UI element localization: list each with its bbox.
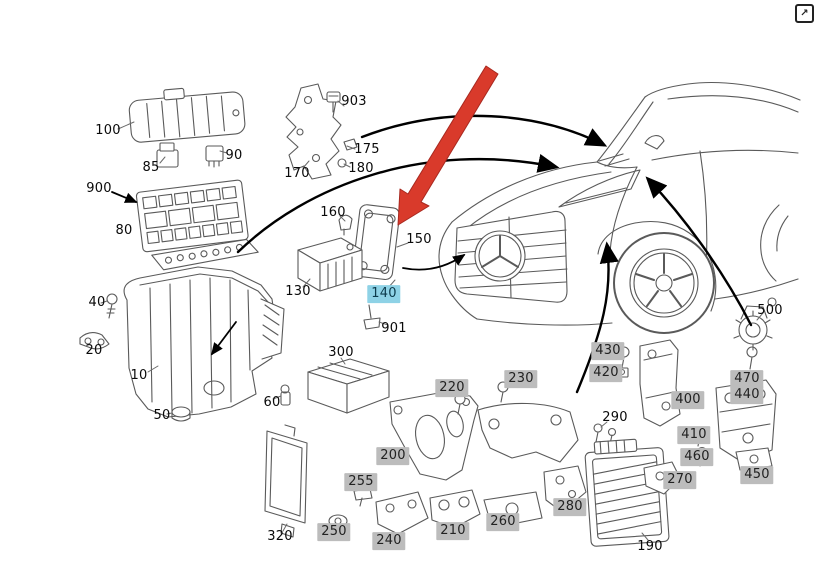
part-label-180: 180 xyxy=(348,161,374,177)
part-400-bracket xyxy=(639,339,681,427)
part-901-clip xyxy=(363,304,381,330)
part-255-clip xyxy=(353,488,373,507)
part-label-170: 170 xyxy=(284,166,310,182)
part-crossmember-bracket xyxy=(477,402,579,463)
part-190-control-unit xyxy=(584,438,670,547)
part-label-220[interactable]: 220 xyxy=(435,379,469,397)
part-label-250[interactable]: 250 xyxy=(317,523,351,541)
part-20-bracket xyxy=(79,332,110,350)
leader-lines xyxy=(100,100,764,541)
part-label-280[interactable]: 280 xyxy=(553,498,587,516)
part-175-clip xyxy=(343,138,358,151)
part-label-175: 175 xyxy=(354,142,380,158)
part-label-130: 130 xyxy=(285,284,311,300)
part-label-430[interactable]: 430 xyxy=(591,342,625,360)
part-label-300: 300 xyxy=(328,345,354,361)
part-label-200[interactable]: 200 xyxy=(376,447,410,465)
part-label-140-highlighted[interactable]: 140 xyxy=(367,285,401,303)
headlight xyxy=(558,169,641,208)
part-40-bolt xyxy=(106,293,118,319)
arrow-plate-to-grille xyxy=(402,253,466,271)
part-label-500: 500 xyxy=(757,303,783,319)
part-label-230[interactable]: 230 xyxy=(504,370,538,388)
arrow-fusebox-to-car xyxy=(236,153,560,254)
part-320-panel xyxy=(264,424,308,538)
arrow-brackets-to-sill xyxy=(575,241,619,394)
part-label-90: 90 xyxy=(225,148,243,164)
car-illustration xyxy=(438,82,801,334)
open-external-icon[interactable]: ↗ xyxy=(795,4,814,23)
part-label-50: 50 xyxy=(153,408,171,424)
part-903-clip xyxy=(326,91,341,113)
arrow-into-housing xyxy=(210,321,237,356)
part-label-190: 190 xyxy=(637,539,663,555)
arrow-sensor-to-body xyxy=(645,176,753,327)
part-label-400[interactable]: 400 xyxy=(671,391,705,409)
part-150-bracket-plate xyxy=(352,204,401,281)
part-label-460[interactable]: 460 xyxy=(680,448,714,466)
part-label-255[interactable]: 255 xyxy=(344,473,378,491)
part-label-901: 901 xyxy=(381,321,407,337)
part-label-240[interactable]: 240 xyxy=(372,532,406,550)
part-290-studs xyxy=(593,423,617,445)
part-label-10: 10 xyxy=(130,368,148,384)
part-60-stud xyxy=(280,384,291,406)
part-50-grommet xyxy=(171,406,191,422)
mercedes-star-icon xyxy=(481,235,519,268)
part-200-bracket-frame xyxy=(389,391,479,481)
open-external-glyph: ↗ xyxy=(800,8,809,19)
part-label-20: 20 xyxy=(85,343,103,359)
part-10-housing xyxy=(123,266,285,418)
part-240-bracket xyxy=(375,491,429,535)
part-label-150: 150 xyxy=(406,232,432,248)
part-label-420[interactable]: 420 xyxy=(589,364,623,382)
part-300-box xyxy=(307,358,390,414)
part-170-bracket xyxy=(285,83,342,180)
part-label-290: 290 xyxy=(602,410,628,426)
part-label-450[interactable]: 450 xyxy=(740,466,774,484)
part-label-210[interactable]: 210 xyxy=(436,522,470,540)
part-label-440[interactable]: 440 xyxy=(730,386,764,404)
reference-arrows xyxy=(210,114,753,394)
part-label-320: 320 xyxy=(267,529,293,545)
part-label-160: 160 xyxy=(320,205,346,221)
part-label-903: 903 xyxy=(341,94,367,110)
part-90-relay xyxy=(205,145,224,168)
highlight-arrow-red xyxy=(397,65,499,226)
part-210-bracket xyxy=(429,489,481,529)
part-label-410[interactable]: 410 xyxy=(677,426,711,444)
part-label-260[interactable]: 260 xyxy=(486,513,520,531)
part-470-bolt xyxy=(746,346,758,370)
part-100-fuse-box-cover xyxy=(128,87,246,143)
part-label-100: 100 xyxy=(95,123,121,139)
side-mirror xyxy=(644,135,665,150)
part-label-470[interactable]: 470 xyxy=(730,370,764,388)
part-450-foot xyxy=(735,447,773,471)
part-label-40: 40 xyxy=(88,295,106,311)
part-label-80: 80 xyxy=(115,223,133,239)
pointer-900 xyxy=(111,191,138,203)
arrow-bracket-to-cowl xyxy=(360,114,608,147)
part-80-fuse-box xyxy=(135,179,259,271)
part-label-85: 85 xyxy=(142,160,160,176)
grille xyxy=(454,210,568,303)
front-wheel xyxy=(613,232,715,334)
part-180-clip xyxy=(337,158,347,168)
part-500-sensor xyxy=(733,297,777,351)
part-130-control-unit xyxy=(297,237,363,292)
part-85-relay xyxy=(156,142,179,168)
rear-wheel-partial xyxy=(760,204,789,282)
part-label-270[interactable]: 270 xyxy=(663,471,697,489)
part-label-900: 900 xyxy=(86,181,112,197)
part-label-60: 60 xyxy=(263,395,281,411)
